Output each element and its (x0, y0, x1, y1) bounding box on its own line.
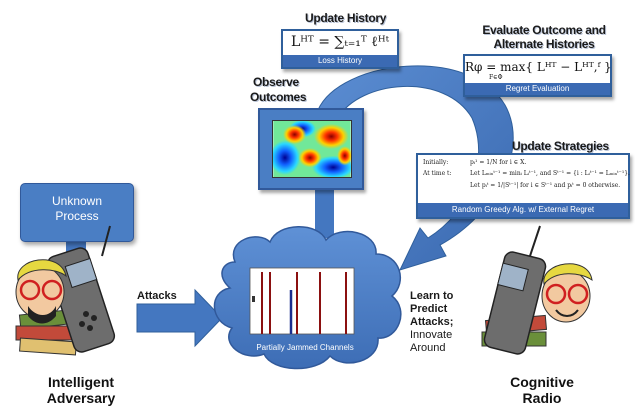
radio-line1: Cognitive (510, 374, 574, 390)
heatmap-hot-region (298, 148, 322, 168)
heatmap-hot-region (313, 123, 349, 149)
algo-time-text: Let Lₘᵢₙᵗ⁻¹ = minᵢ Lᵢᵗ⁻¹, and Sᵗ⁻¹ = {i … (470, 170, 630, 177)
observe-heading-line1: Observe (253, 75, 299, 89)
learn-line4: Innovate (410, 329, 453, 341)
heatmap-hot-region (337, 146, 351, 166)
algo-time-label: At time t: (423, 170, 452, 177)
evaluate-outcome-heading-line1: Evaluate Outcome and (482, 23, 606, 37)
observe-outcomes-heading: Observe Outcomes (250, 75, 307, 105)
heatmap-cold-region (273, 140, 301, 176)
radio-label: Cognitive Radio (482, 374, 602, 406)
loss-history-formula: Lᴴᵀ = ∑ₜ₌₁ᵀ ℓᴴᵗ (290, 34, 390, 50)
random-greedy-caption: Random Greedy Alg. w/ External Regret (418, 203, 628, 217)
learn-line5: Around (410, 342, 446, 354)
radio-phone-icon (483, 225, 547, 355)
channel-chart-marker (252, 296, 255, 302)
regret-evaluation-caption: Regret Evaluation (465, 83, 610, 95)
random-greedy-panel: Initially: pᵢ¹ = 1/N for i ∈ X. At time … (416, 153, 630, 219)
adversary-line1: Intelligent (47, 374, 115, 390)
update-strategies-heading: Update Strategies (512, 139, 609, 153)
radio-face-icon (541, 263, 593, 323)
regret-evaluation-panel: Rφ = max{ Lᴴᵀ − Lᴴᵀ,ᶠ } F∈Φ Regret Evalu… (463, 54, 612, 97)
loss-history-caption: Loss History (283, 55, 397, 67)
algo-initially-text: pᵢ¹ = 1/N for i ∈ X. (470, 159, 527, 166)
unknown-process-line1: Unknown (51, 194, 103, 208)
observe-connector (315, 190, 334, 238)
attacks-label: Attacks (137, 290, 177, 302)
outcome-heatmap (272, 120, 352, 178)
evaluate-outcome-heading-line2: Alternate Histories (493, 37, 595, 51)
learn-line2: Predict (410, 303, 448, 315)
radio-line2: Radio (522, 390, 562, 406)
regret-formula-subscript: F∈Φ (489, 74, 503, 81)
regret-formula: Rφ = max{ Lᴴᵀ − Lᴴᵀ,ᶠ } (465, 60, 612, 74)
adversary-label: Intelligent Adversary (22, 374, 140, 406)
evaluate-outcome-heading: Evaluate Outcome and Alternate Histories (470, 23, 618, 51)
observe-outcomes-panel (258, 108, 364, 190)
learn-line3: Attacks; (410, 316, 454, 328)
unknown-process-box: Unknown Process (20, 183, 134, 242)
algo-probability-text: Let pᵢᵗ = 1/|Sᵗ⁻¹| for i ∈ Sᵗ⁻¹ and pᵢᵗ … (470, 182, 621, 189)
channel-chart-frame (249, 267, 355, 335)
loss-history-panel: Lᴴᵀ = ∑ₜ₌₁ᵀ ℓᴴᵗ Loss History (281, 29, 399, 69)
cloud-caption: Partially Jammed Channels (256, 343, 354, 352)
learn-line1: Learn to (410, 290, 454, 302)
channel-chart (249, 267, 355, 335)
attacks-arrow (136, 288, 223, 348)
observe-heading-line2: Outcomes (250, 90, 307, 104)
algo-initially-label: Initially: (423, 159, 449, 166)
learn-label: Learn to Predict Attacks; Innovate Aroun… (410, 290, 453, 355)
adversary-line2: Adversary (46, 390, 116, 406)
heatmap-hot-region (283, 124, 307, 145)
adversary-face-icon (15, 259, 67, 324)
unknown-process-line2: Process (55, 209, 99, 223)
update-history-heading: Update History (305, 11, 387, 25)
